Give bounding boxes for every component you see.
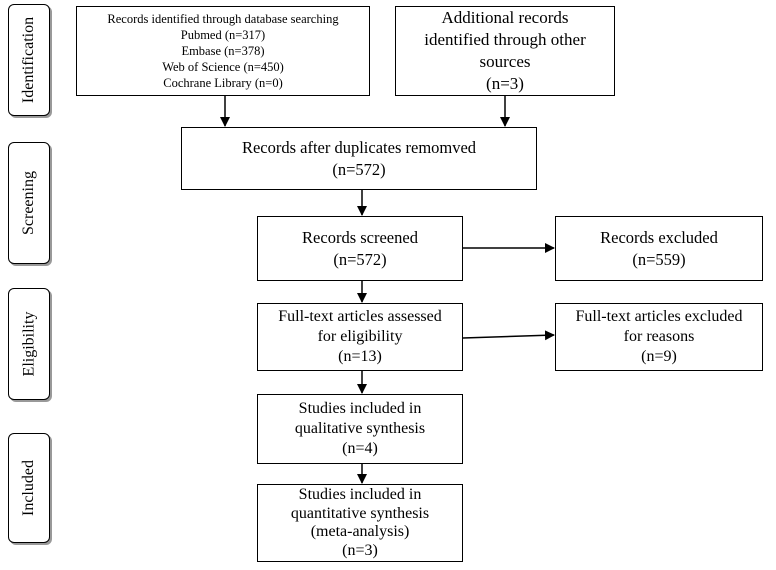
stage-label-screening: Screening bbox=[8, 142, 50, 264]
quantitative-synthesis-box: Studies included in quantitative synthes… bbox=[257, 484, 463, 562]
other-sources-text: identified through other bbox=[424, 30, 586, 49]
quantitative-synthesis-text: Studies included in bbox=[298, 486, 422, 503]
other-sources-count: (n=3) bbox=[486, 74, 524, 93]
qualitative-synthesis-count: (n=4) bbox=[342, 440, 378, 457]
cochrane-count: Cochrane Library (n=0) bbox=[163, 76, 283, 90]
pubmed-count: Pubmed (n=317) bbox=[180, 28, 266, 42]
fulltext-assessed-count: (n=13) bbox=[338, 348, 382, 365]
fulltext-assessed-text: for eligibility bbox=[317, 328, 403, 345]
records-excluded-count: (n=559) bbox=[632, 249, 686, 269]
embase-count: Embase (n=378) bbox=[181, 44, 265, 58]
fulltext-assessed-box: Full-text articles assessed for eligibil… bbox=[257, 303, 463, 371]
other-sources-text: sources bbox=[479, 52, 531, 71]
fulltext-excluded-text: Full-text articles excluded bbox=[575, 308, 743, 325]
stage-label-included: Included bbox=[8, 433, 50, 543]
other-sources-box: Additional records identified through ot… bbox=[395, 6, 615, 96]
database-search-heading: Records identified through database sear… bbox=[107, 12, 339, 26]
arrow-fulltext-to-excluded bbox=[462, 330, 555, 341]
records-screened-text: Records screened bbox=[302, 227, 418, 247]
records-excluded-text: Records excluded bbox=[600, 227, 718, 247]
fulltext-assessed-text: Full-text articles assessed bbox=[278, 308, 442, 325]
database-search-box: Records identified through database sear… bbox=[76, 6, 370, 96]
fulltext-excluded-count: (n=9) bbox=[641, 348, 677, 365]
stage-label-identification: Identification bbox=[8, 4, 50, 116]
qualitative-synthesis-text: Studies included in bbox=[298, 400, 422, 417]
duplicates-removed-box: Records after duplicates remomved (n=572… bbox=[181, 127, 537, 190]
records-screened-box: Records screened (n=572) bbox=[257, 216, 463, 281]
qualitative-synthesis-text: qualitative synthesis bbox=[294, 420, 426, 437]
fulltext-excluded-box: Full-text articles excluded for reasons … bbox=[555, 303, 763, 371]
web-of-science-count: Web of Science (n=450) bbox=[162, 60, 284, 74]
quantitative-synthesis-count: (n=3) bbox=[342, 541, 378, 559]
fulltext-excluded-text: for reasons bbox=[623, 328, 695, 345]
qualitative-synthesis-box: Studies included in qualitative synthesi… bbox=[257, 394, 463, 464]
quantitative-synthesis-text: (meta-analysis) bbox=[310, 523, 410, 540]
quantitative-synthesis-text: quantitative synthesis bbox=[290, 504, 430, 522]
stage-label-eligibility: Eligibility bbox=[8, 288, 50, 400]
records-screened-count: (n=572) bbox=[333, 249, 387, 269]
records-excluded-box: Records excluded (n=559) bbox=[555, 216, 763, 281]
other-sources-text: Additional records bbox=[441, 8, 569, 27]
duplicates-removed-text: Records after duplicates remomved bbox=[241, 137, 477, 157]
duplicates-removed-count: (n=572) bbox=[332, 159, 386, 179]
